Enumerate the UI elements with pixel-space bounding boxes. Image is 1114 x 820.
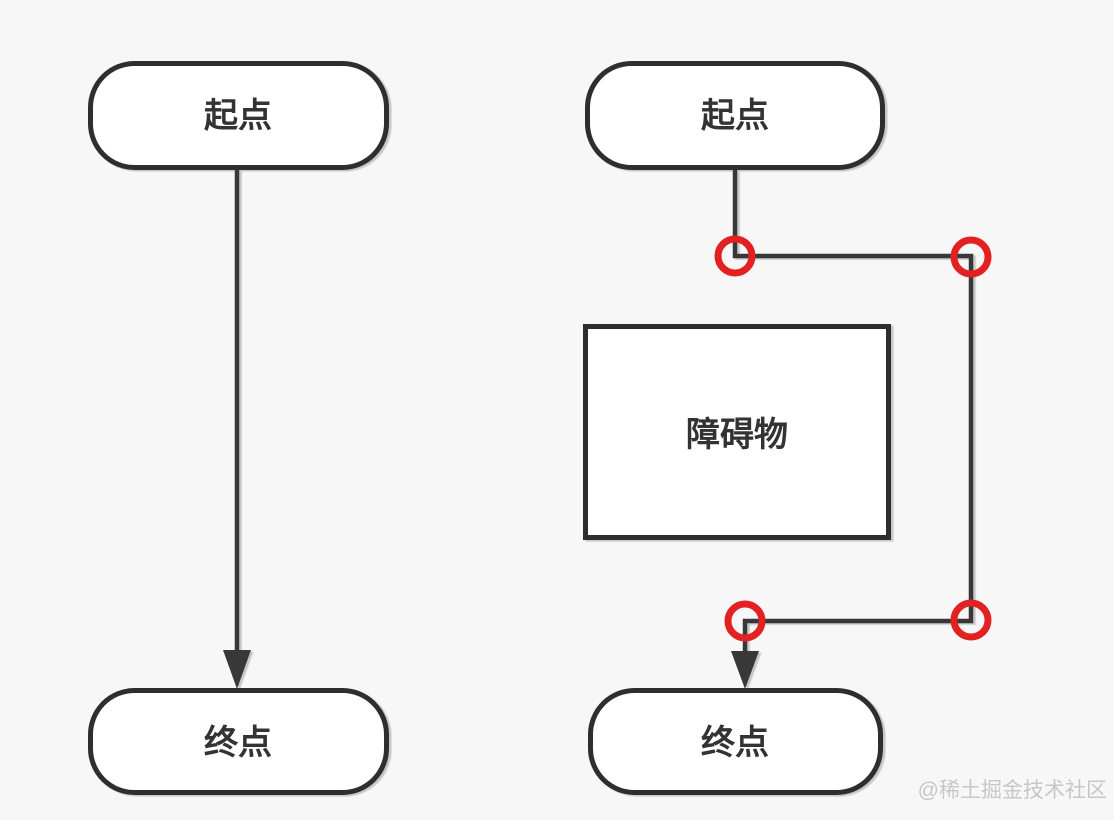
- left-end-node: [88, 688, 389, 795]
- left-flow: [88, 61, 389, 795]
- right-end-node: [588, 688, 883, 795]
- right-end-node-label: 终点: [701, 724, 769, 762]
- right-arrowhead-icon: [731, 651, 759, 689]
- obstacle-box: [583, 324, 891, 540]
- right-flow-labels: 起点 障碍物 终点: [686, 97, 788, 762]
- right-start-node: [585, 61, 885, 170]
- left-arrowhead-icon: [223, 650, 251, 689]
- waypoint-marker-bottom-right: [950, 599, 992, 641]
- waypoint-markers: [714, 235, 992, 642]
- waypoint-marker-top-left: [714, 235, 756, 277]
- left-start-node-label: 起点: [204, 97, 272, 135]
- waypoint-marker-bottom-left: [724, 600, 766, 642]
- watermark: @稀土掘金技术社区: [918, 779, 1107, 802]
- obstacle-label: 障碍物: [686, 416, 788, 454]
- left-start-node: [88, 61, 389, 170]
- waypoint-marker-top-right: [950, 236, 992, 278]
- left-flow-labels: 起点 终点: [204, 97, 272, 762]
- left-end-node-label: 终点: [204, 724, 272, 762]
- right-start-node-label: 起点: [701, 97, 769, 135]
- right-flow: [583, 61, 974, 795]
